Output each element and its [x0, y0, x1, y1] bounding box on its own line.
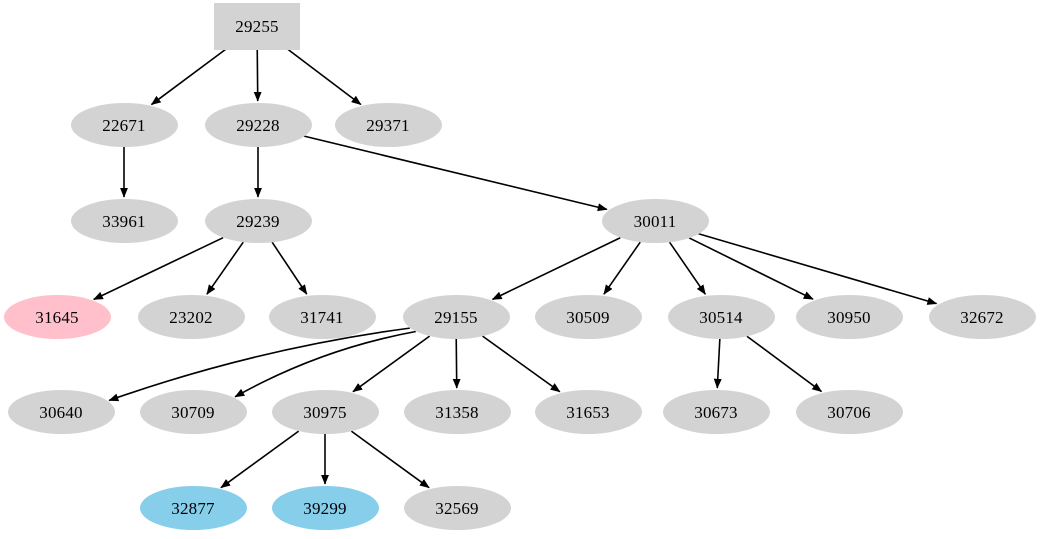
graph-node-label: 31645 — [35, 307, 79, 327]
graph-node-30673[interactable]: 30673 — [662, 390, 770, 434]
graph-node-label: 30509 — [566, 307, 610, 327]
graph-node-30975[interactable]: 30975 — [271, 390, 379, 434]
graph-node-30709[interactable]: 30709 — [139, 390, 247, 434]
graph-node-23202[interactable]: 23202 — [137, 295, 245, 339]
graph-node-label: 30514 — [699, 307, 743, 327]
graph-node-29239[interactable]: 29239 — [204, 199, 312, 243]
graph-node-label: 32569 — [435, 498, 479, 518]
graph-node-label: 31358 — [435, 402, 479, 422]
graph-node-label: 39299 — [303, 498, 347, 518]
graph-node-label: 31741 — [300, 307, 344, 327]
graph-node-label: 22671 — [102, 115, 146, 135]
graph-node-30509[interactable]: 30509 — [534, 295, 642, 339]
graph-node-label: 32877 — [171, 498, 215, 518]
graph-node-31653[interactable]: 31653 — [534, 390, 642, 434]
graph-node-32569[interactable]: 32569 — [403, 486, 511, 530]
graph-node-31358[interactable]: 31358 — [403, 390, 511, 434]
graph-node-label: 29155 — [434, 307, 478, 327]
graph-node-39299[interactable]: 39299 — [271, 486, 379, 530]
graph-node-label: 29371 — [366, 115, 410, 135]
graph-node-label: 32672 — [960, 307, 1004, 327]
graph-node-31741[interactable]: 31741 — [268, 295, 376, 339]
graph-node-30514[interactable]: 30514 — [667, 295, 775, 339]
graph-node-label: 23202 — [169, 307, 213, 327]
graph-node-29155[interactable]: 29155 — [402, 295, 510, 339]
graph-node-label: 30709 — [171, 402, 215, 422]
graph-node-22671[interactable]: 22671 — [70, 103, 178, 147]
graph-node-label: 29255 — [235, 16, 279, 36]
graph-node-label: 29239 — [236, 211, 280, 231]
graph-node-29228[interactable]: 29228 — [204, 103, 312, 147]
graph-node-33961[interactable]: 33961 — [70, 199, 178, 243]
graph-node-label: 30950 — [827, 307, 871, 327]
graph-node-31645[interactable]: 31645 — [3, 295, 111, 339]
graph-node-30706[interactable]: 30706 — [795, 390, 903, 434]
graph-node-30950[interactable]: 30950 — [795, 295, 903, 339]
graph-node-32877[interactable]: 32877 — [139, 486, 247, 530]
graph-node-29371[interactable]: 29371 — [334, 103, 442, 147]
graph-node-label: 29228 — [236, 115, 280, 135]
graph-node-label: 30975 — [303, 402, 347, 422]
graph-node-label: 30673 — [694, 402, 738, 422]
graph-node-label: 30706 — [827, 402, 871, 422]
graph-node-30640[interactable]: 30640 — [7, 390, 115, 434]
graph-node-label: 30640 — [39, 402, 83, 422]
graph-node-label: 33961 — [102, 211, 146, 231]
graph-node-29255[interactable]: 29255 — [214, 2, 300, 50]
graph-node-30011[interactable]: 30011 — [601, 199, 709, 243]
graph-node-32672[interactable]: 32672 — [928, 295, 1036, 339]
graph-node-label: 31653 — [566, 402, 610, 422]
graph-node-label: 30011 — [633, 211, 677, 231]
